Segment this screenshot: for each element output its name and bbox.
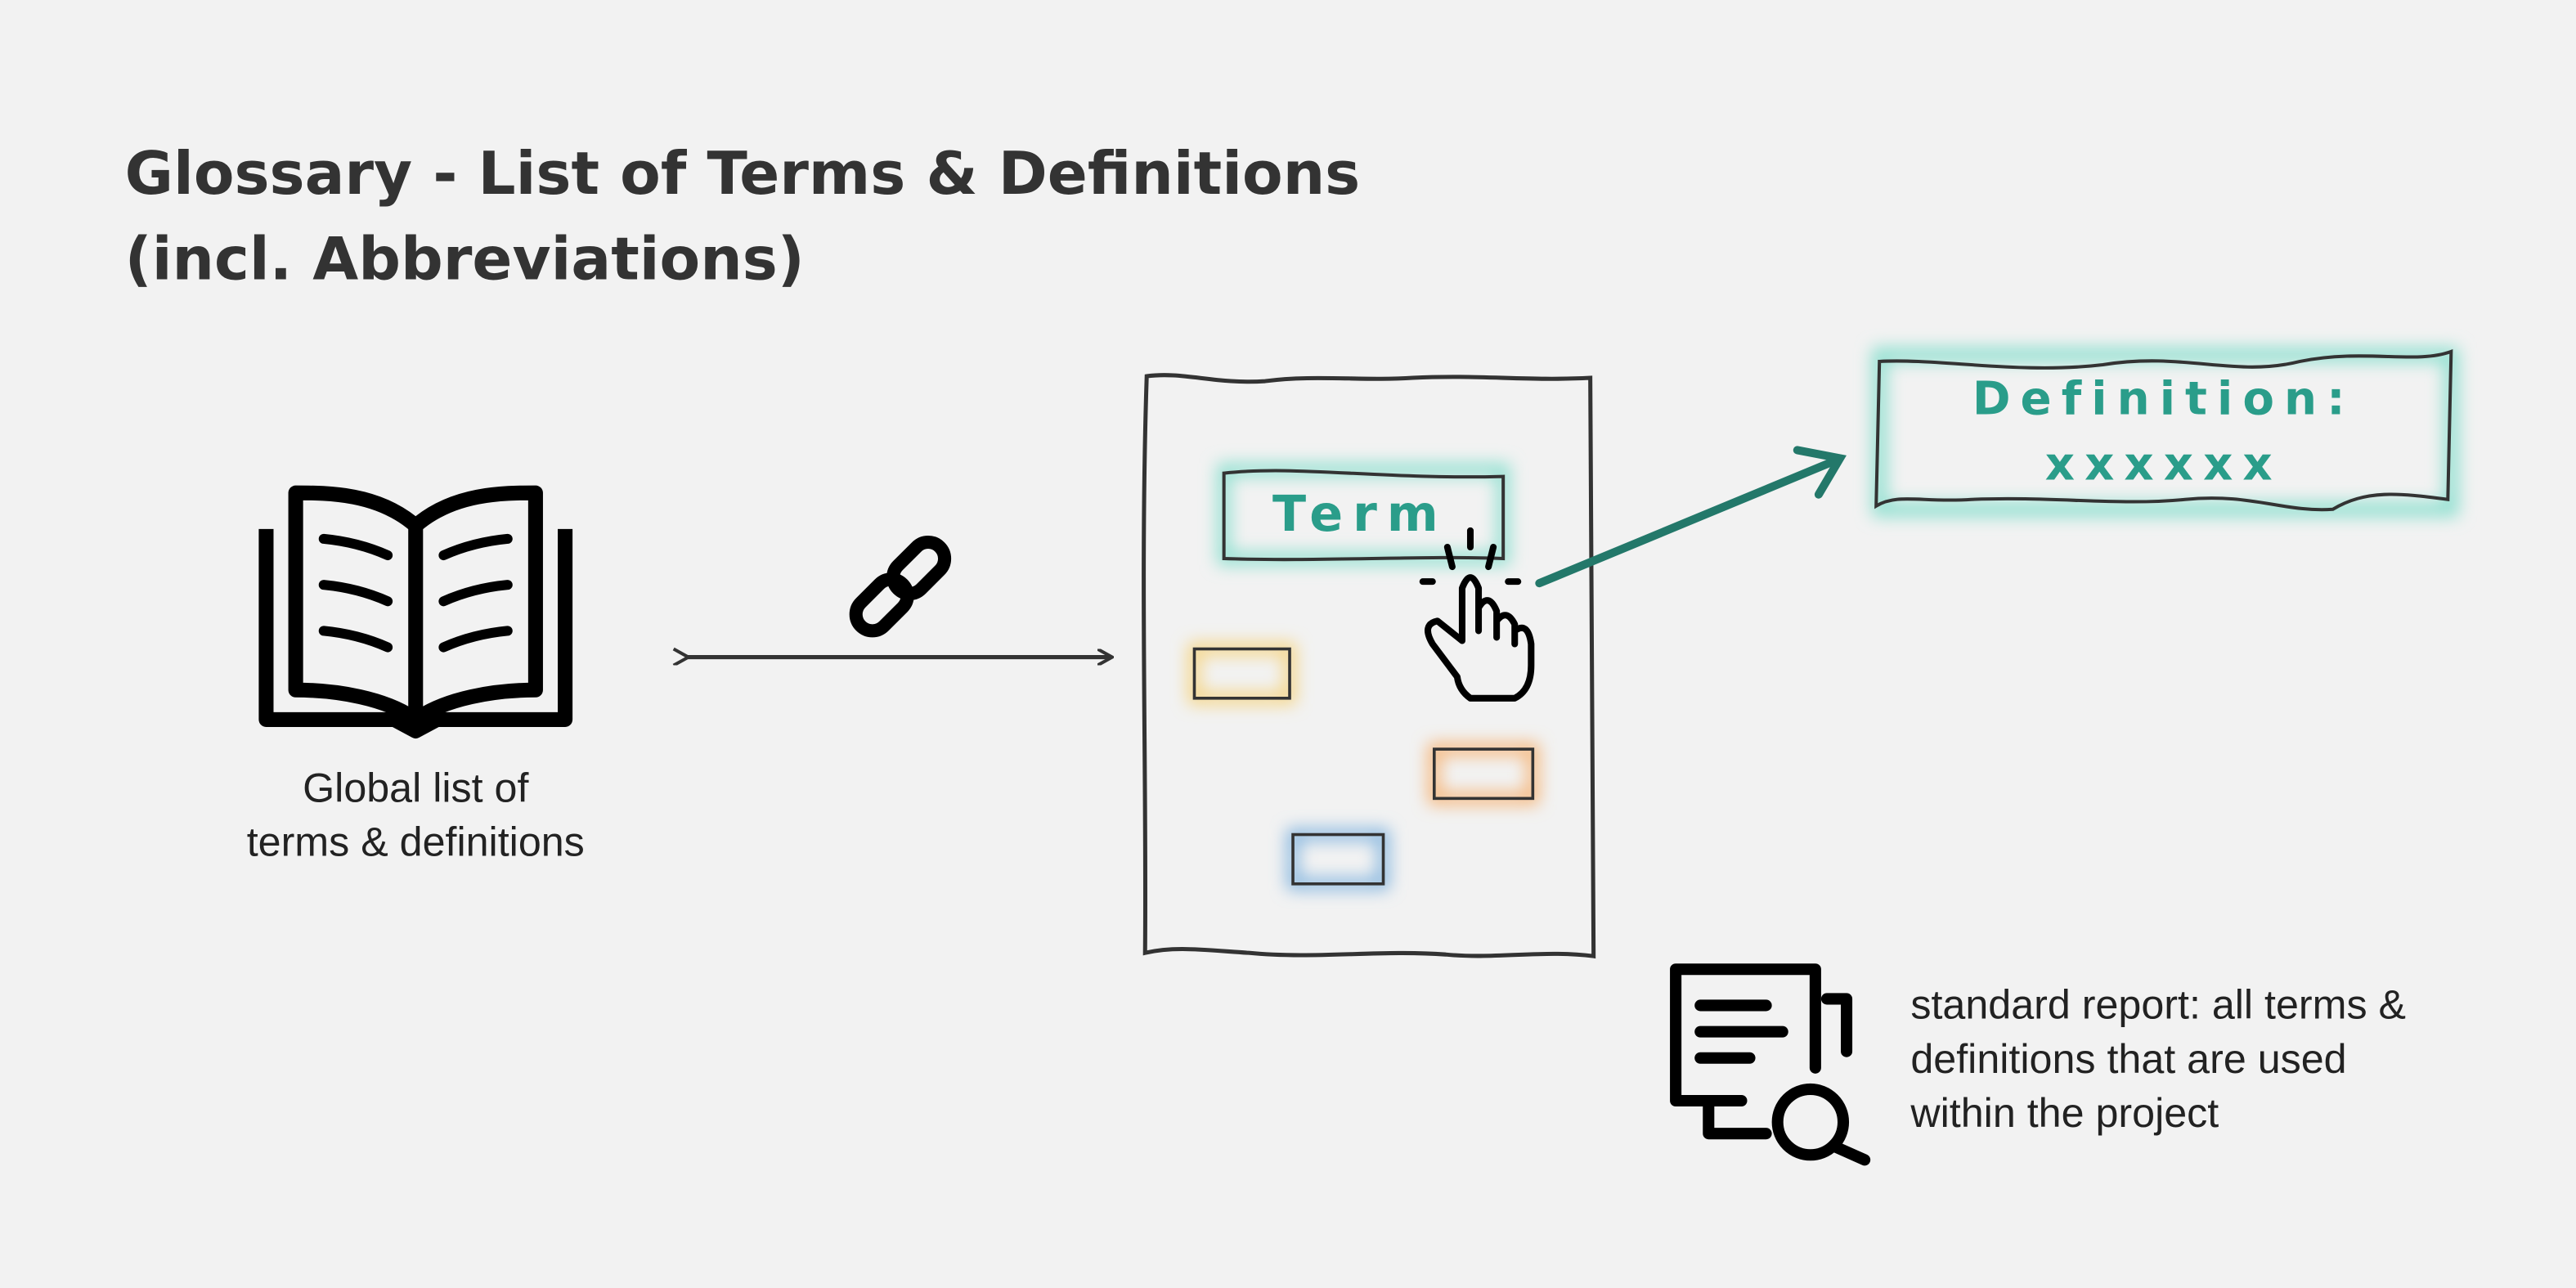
highlight-yellow [1188, 643, 1296, 704]
open-book-icon [258, 485, 573, 739]
title-line-1: Glossary - List of Terms & Definitions [125, 140, 1361, 209]
definition-value: xxxxxx [2045, 438, 2282, 491]
report-text-line-3: within the project [1910, 1090, 2219, 1136]
global-list-line-1: Global list of [303, 765, 529, 810]
report-search-icon [1670, 963, 1871, 1166]
definition-label: Definition: [1972, 372, 2355, 425]
global-list-line-2: terms & definitions [247, 819, 585, 865]
highlight-blue [1286, 828, 1389, 890]
arrow-to-definition [1535, 446, 1847, 588]
chain-link-icon [849, 535, 952, 638]
term-label: Term [1272, 486, 1448, 543]
report-text-line-2: definitions that are used [1910, 1036, 2346, 1082]
definition-box: Definition: xxxxxx [1872, 347, 2459, 517]
highlight-orange [1428, 743, 1539, 805]
report-text-line-1: standard report: all terms & [1910, 982, 2406, 1028]
hand-pointer-icon [1419, 527, 1535, 702]
term-box[interactable]: Term [1217, 463, 1510, 566]
title-line-2: (incl. Abbreviations) [125, 226, 805, 294]
document-page [1142, 373, 1596, 959]
